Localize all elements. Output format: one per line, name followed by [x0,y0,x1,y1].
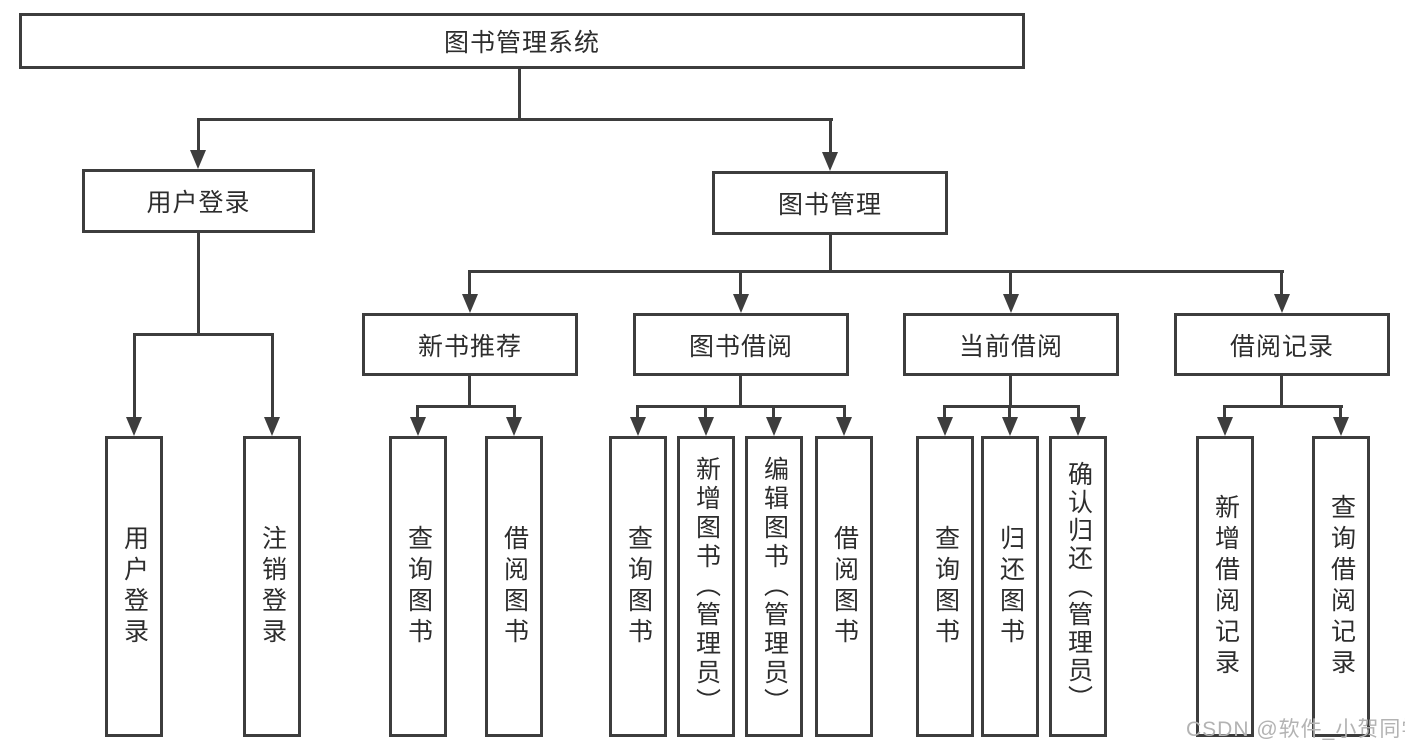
leaf-return-book-label: 归还图书 [996,524,1025,649]
connector-to-borrowing-records [1280,270,1283,298]
node-borrowing-records-label: 借阅记录 [1229,332,1334,361]
arrow-down-icon [836,417,852,436]
leaf-edit-book-admin-label: 编辑图书（管理员） [760,456,789,717]
arrow-down-icon [630,417,646,436]
connector-new-book-recommend-stem [468,376,471,408]
connector-to-leaf [1077,405,1080,421]
arrow-down-icon [462,294,478,313]
leaf-edit-book-admin: 编辑图书（管理员） [745,436,803,737]
arrow-down-icon [937,417,953,436]
arrow-down-icon [733,294,749,313]
arrow-down-icon [264,417,280,436]
arrow-down-icon [1003,294,1019,313]
node-new-book-recommend-label: 新书推荐 [417,332,522,361]
leaf-query-books-current-label: 查询图书 [931,524,960,649]
leaf-borrow-books-recommend: 借阅图书 [485,436,543,737]
leaf-borrow-books-borrowing-label: 借阅图书 [830,524,859,649]
leaf-query-books-recommend: 查询图书 [389,436,447,737]
leaf-borrow-books-recommend-label: 借阅图书 [500,524,529,649]
leaf-return-book: 归还图书 [981,436,1039,737]
node-book-management-label: 图书管理 [777,191,882,219]
csdn-watermark: CSDN @软件_小贺同学 [1186,718,1405,741]
leaf-confirm-return-admin: 确认归还（管理员） [1049,436,1107,737]
arrow-down-icon [1274,294,1290,313]
leaf-add-borrow-record-label: 新增借阅记录 [1211,493,1240,680]
connector-root-branch [197,118,833,121]
arrow-down-icon [190,150,206,169]
connector-to-leaf [943,405,946,421]
connector-book-borrowing-branch [636,405,846,408]
node-book-borrowing-label: 图书借阅 [688,332,793,361]
connector-to-new-book-recommend [468,270,471,298]
leaf-user-login-label: 用户登录 [120,524,149,649]
connector-user-login-stem [197,233,200,336]
arrow-down-icon [1002,417,1018,436]
leaf-query-borrow-record-label: 查询借阅记录 [1327,493,1356,680]
leaf-query-borrow-record: 查询借阅记录 [1312,436,1370,737]
connector-to-leaf [772,405,775,421]
connector-new-book-recommend-branch [416,405,516,408]
node-root-label: 图书管理系统 [443,29,600,57]
arrow-down-icon [1333,417,1349,436]
node-root: 图书管理系统 [19,13,1025,69]
node-book-borrowing: 图书借阅 [633,313,849,376]
node-new-book-recommend: 新书推荐 [362,313,578,376]
connector-borrowing-records-stem [1280,376,1283,408]
connector-book-borrowing-stem [739,376,742,408]
arrow-down-icon [410,417,426,436]
arrow-down-icon [698,417,714,436]
leaf-confirm-return-admin-label: 确认归还（管理员） [1064,460,1093,713]
arrow-down-icon [506,417,522,436]
connector-to-leaf [416,405,419,421]
connector-to-leaf-logout [271,333,274,421]
arrow-down-icon [1070,417,1086,436]
node-current-borrowing-label: 当前借阅 [958,332,1063,361]
leaf-query-books-borrowing: 查询图书 [609,436,667,737]
node-user-login-label: 用户登录 [146,189,251,217]
connector-book-management-stem [829,235,832,273]
connector-root-to-user-login [197,118,200,153]
connector-to-leaf-user-login [133,333,136,421]
node-borrowing-records: 借阅记录 [1174,313,1390,376]
leaf-logout-login-label: 注销登录 [258,524,287,649]
leaf-query-books-current: 查询图书 [916,436,974,737]
node-user-login: 用户登录 [82,169,315,233]
connector-to-leaf [704,405,707,421]
connector-to-leaf [1223,405,1226,421]
connector-to-leaf [843,405,846,421]
arrow-down-icon [766,417,782,436]
leaf-logout-login: 注销登录 [243,436,301,737]
connector-current-borrowing-branch [943,405,1080,408]
leaf-add-book-admin-label: 新增图书（管理员） [692,456,721,717]
node-current-borrowing: 当前借阅 [903,313,1119,376]
leaf-user-login: 用户登录 [105,436,163,737]
leaf-query-books-recommend-label: 查询图书 [404,524,433,649]
connector-to-leaf [513,405,516,421]
connector-to-leaf [1008,405,1011,421]
connector-to-current-borrowing [1009,270,1012,298]
connector-root-to-book-management [829,118,832,155]
connector-user-login-branch [133,333,274,336]
arrow-down-icon [1217,417,1233,436]
connector-book-management-branch [468,270,1284,273]
connector-to-leaf [1339,405,1342,421]
leaf-add-book-admin: 新增图书（管理员） [677,436,735,737]
node-book-management: 图书管理 [712,171,948,235]
connector-to-leaf [636,405,639,421]
leaf-borrow-books-borrowing: 借阅图书 [815,436,873,737]
leaf-query-books-borrowing-label: 查询图书 [624,524,653,649]
connector-root-stem [518,69,521,120]
leaf-add-borrow-record: 新增借阅记录 [1196,436,1254,737]
arrow-down-icon [822,152,838,171]
connector-current-borrowing-stem [1009,376,1012,408]
connector-to-book-borrowing [739,270,742,298]
arrow-down-icon [126,417,142,436]
connector-borrowing-records-branch [1223,405,1343,408]
